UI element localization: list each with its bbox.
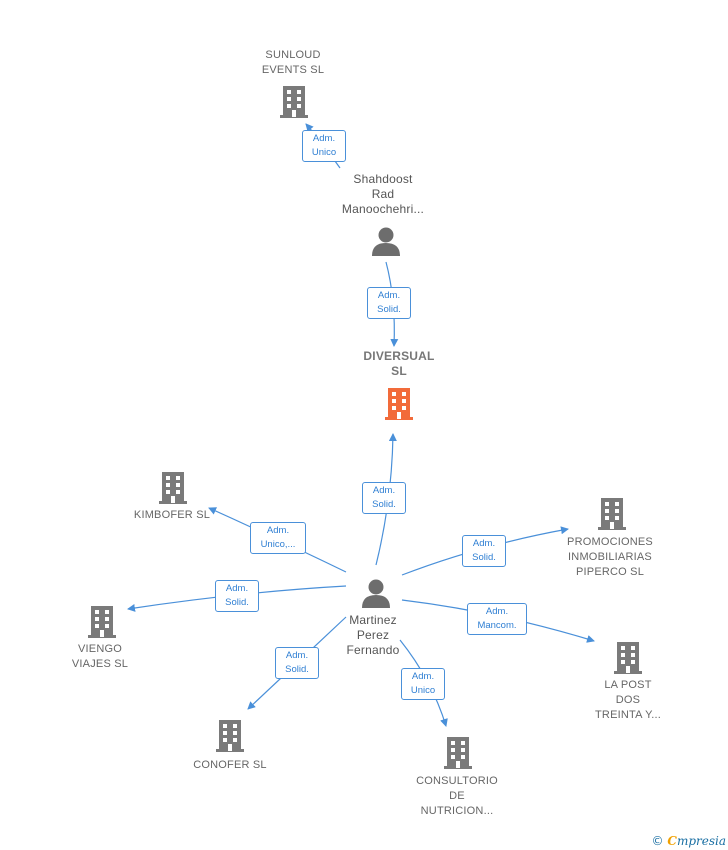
node-label-promociones: PROMOCIONES INMOBILIARIAS PIPERCO SL [567, 536, 653, 578]
building-icon[interactable] [86, 604, 118, 638]
building-icon[interactable] [596, 496, 628, 530]
edge-badge-martinez-consultorio[interactable]: Adm. Unico [401, 668, 445, 700]
building-icon[interactable] [157, 470, 189, 504]
edge-badge-martinez-lapost[interactable]: Adm. Mancom. [467, 603, 527, 635]
empresia-logo[interactable]: © Cmpresia [652, 834, 726, 848]
edge-badge-shahdoost-diversual[interactable]: Adm. Solid. [367, 287, 411, 319]
copyright-symbol: © [651, 834, 664, 848]
edge-badge-martinez-kimbofer[interactable]: Adm. Unico,... [250, 522, 306, 554]
brand-name: mpresia [676, 834, 726, 848]
building-icon[interactable] [612, 640, 644, 674]
edge-badge-martinez-viengo[interactable]: Adm. Solid. [215, 580, 259, 612]
edge-badge-martinez-diversual[interactable]: Adm. Solid. [362, 482, 406, 514]
node-label-lapost: LA POST DOS TREINTA Y... [595, 679, 661, 721]
node-label-diversual: DIVERSUAL SL [363, 349, 435, 378]
building-icon[interactable] [278, 84, 310, 118]
node-label-martinez: Martinez Perez Fernando [346, 613, 400, 657]
node-label-shahdoost: Shahdoost Rad Manoochehri... [341, 172, 425, 216]
node-label-consultorio: CONSULTORIO DE NUTRICION... [416, 775, 498, 817]
edge-badge-martinez-conofer[interactable]: Adm. Solid. [275, 647, 319, 679]
building-icon[interactable] [442, 735, 474, 769]
node-label-kimbofer: KIMBOFER SL [133, 509, 211, 521]
building-icon-highlighted[interactable] [383, 386, 415, 420]
person-icon[interactable] [370, 226, 402, 256]
node-label-conofer: CONOFER SL [193, 759, 267, 771]
node-label-sunloud: SUNLOUD EVENTS SL [261, 49, 325, 76]
edge-badge-shahdoost-sunloud[interactable]: Adm. Unico [302, 130, 346, 162]
building-icon[interactable] [214, 718, 246, 752]
brand-initial: C [667, 834, 677, 848]
node-label-viengo: VIENGO VIAJES SL [71, 643, 129, 670]
edge-badge-martinez-promociones[interactable]: Adm. Solid. [462, 535, 506, 567]
person-icon[interactable] [360, 578, 392, 608]
